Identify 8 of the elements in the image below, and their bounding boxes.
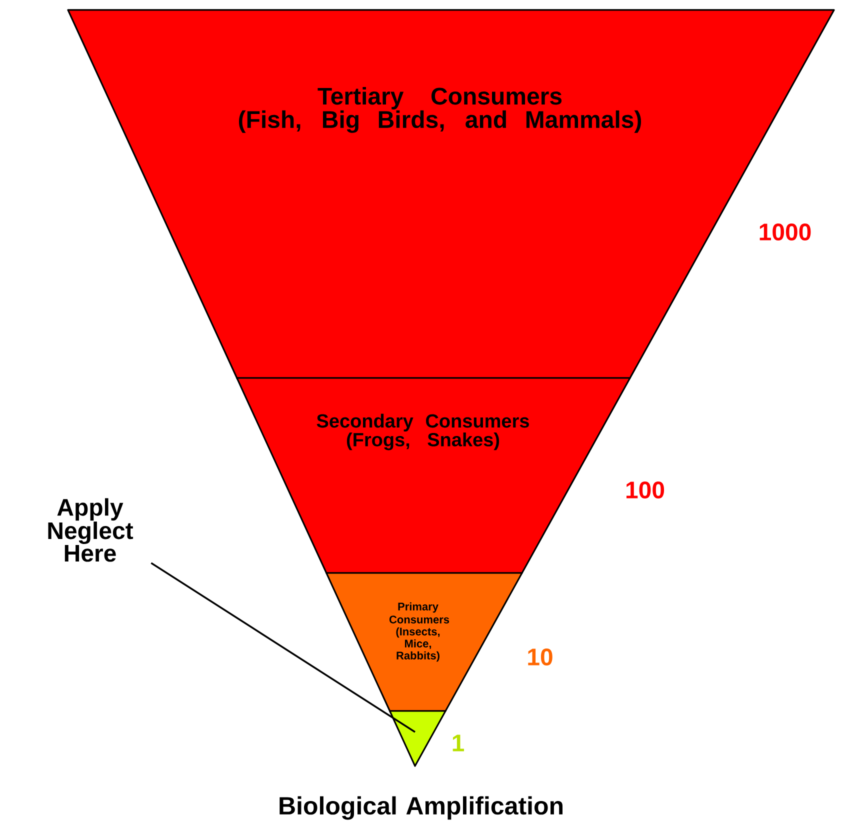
caption: Biological Amplification — [280, 796, 562, 820]
callout-text: Apply Neglect Here — [48, 498, 134, 562]
value-label: 1 — [452, 734, 464, 752]
value-label: 10 — [528, 648, 552, 666]
value-label: 1000 — [760, 224, 811, 240]
triangle-band — [389, 710, 446, 767]
pyramid-band: Primary Consumers (Insects, Mice, Rabbits) — [326, 572, 523, 712]
leader-line — [150, 562, 416, 733]
